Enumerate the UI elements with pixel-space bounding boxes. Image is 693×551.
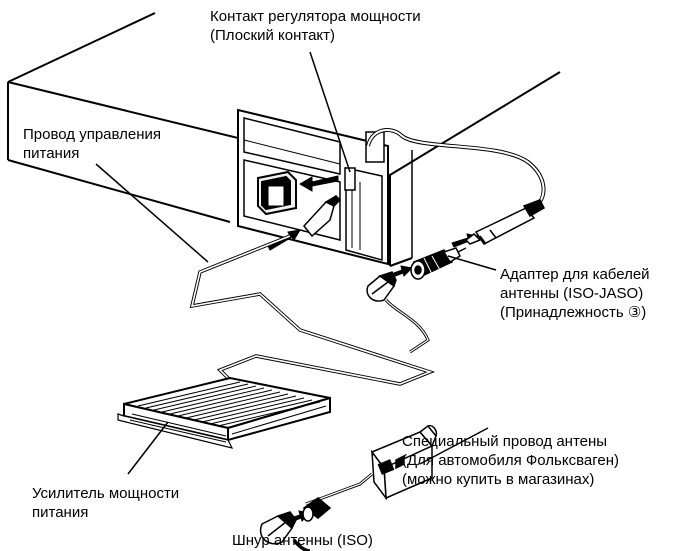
label-adapter: Адаптер для кабелей антенны (ISO-JASO) (… [500,265,650,322]
label-amplifier-line1: Усилитель мощности [32,485,180,502]
label-power-contact: Контакт регулятора мощности (Плоский кон… [210,7,421,45]
label-antenna-cord-line1: Шнур антенны (ISO) [232,532,373,549]
amplifier [117,376,331,449]
power-control-wire [189,234,436,402]
label-power-contact-line2: (Плоский контакт) [210,27,336,44]
special-wire-iso-plug [366,271,397,302]
label-power-wire: Провод управления питания [23,125,161,163]
label-adapter-line3: (Принадлежность ③) [500,304,647,321]
label-special-wire-line1: Специальный провод антены [402,433,608,450]
label-adapter-line1: Адаптер для кабелей [500,266,650,283]
power-wire-plug [303,195,342,238]
label-adapter-line2: антенны (ISO-JASO) [500,285,644,302]
label-power-wire-line1: Провод управления [23,126,162,143]
special-wire-small-plug [302,497,332,522]
label-antenna-cord: Шнур антенны (ISO) [232,531,373,550]
leader-lines [95,51,497,475]
unit-antenna-plug [464,199,545,245]
flat-connector [257,167,356,216]
label-amplifier-line2: питания [32,504,89,521]
label-special-wire-line2: (Для автомобиля Фольксваген) [402,452,620,469]
unit-antenna-cable [366,128,546,208]
special-wire-box [370,424,438,501]
iso-antenna-cord [259,511,311,551]
label-special-wire: Специальный провод антены (Для автомобил… [402,432,619,489]
label-power-contact-line1: Контакт регулятора мощности [210,8,421,25]
iso-jaso-adapter [410,247,467,280]
label-amplifier: Усилитель мощности питания [32,484,179,522]
label-special-wire-line3: (можно купить в магазинах) [402,471,595,488]
special-wire-cables [305,298,430,506]
label-power-wire-line2: питания [23,145,80,162]
